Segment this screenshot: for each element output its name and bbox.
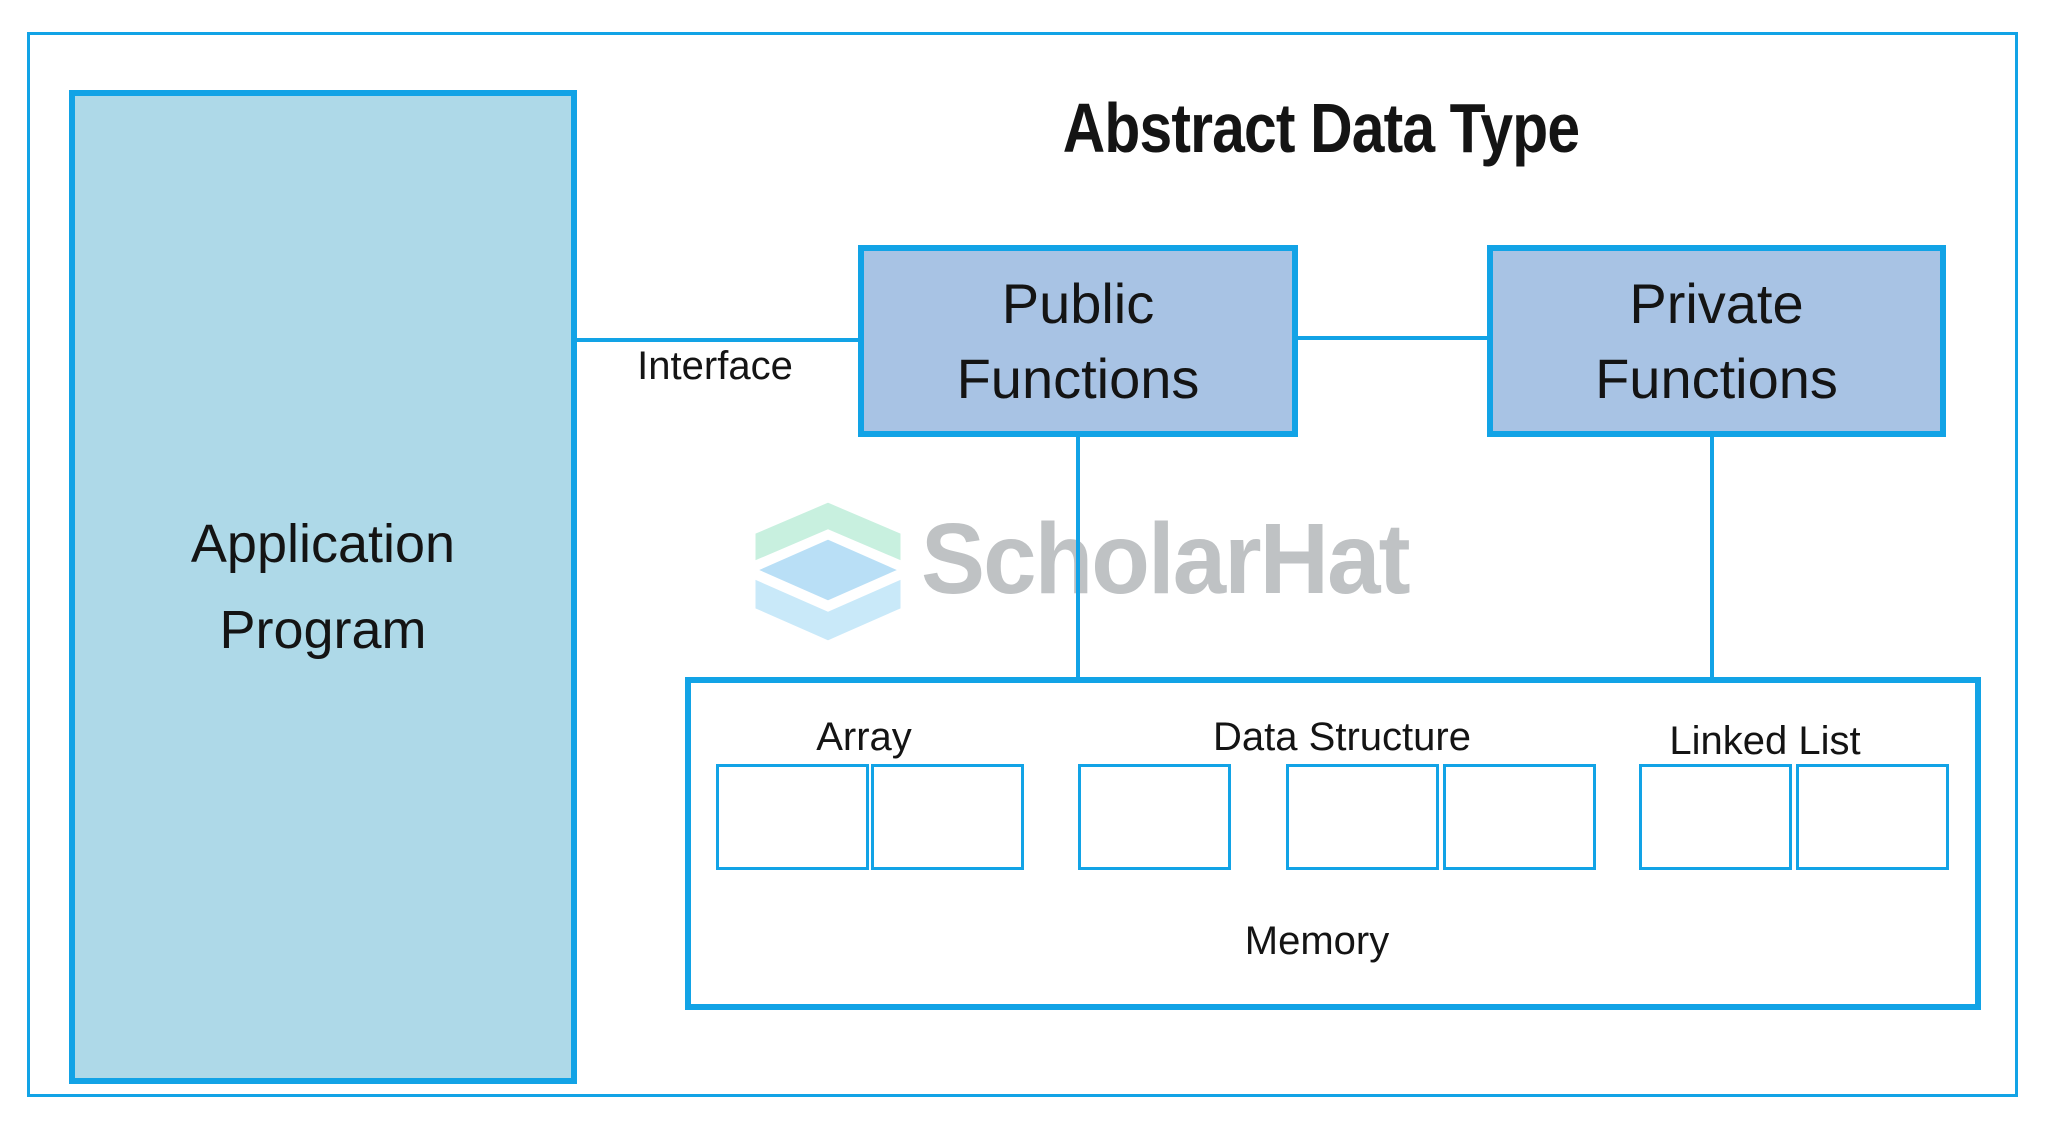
interface-label: Interface — [637, 344, 793, 388]
memory-cell-array-2 — [871, 764, 1024, 870]
diagram-outer-frame — [27, 32, 2018, 1097]
application-program-label: Application Program — [190, 513, 456, 660]
memory-label: Memory — [1244, 919, 1390, 963]
memory-cell-linked-list-2 — [1796, 764, 1949, 870]
memory-box: Array Data Structure Linked List Memory — [685, 677, 1981, 1010]
memory-cell-data-structure-2 — [1443, 764, 1596, 870]
data-structure-label: Data Structure — [1213, 715, 1471, 759]
diagram-title: Abstract Data Type — [1062, 89, 1580, 167]
linked-list-label: Linked List — [1669, 719, 1861, 763]
memory-cell-data-structure-1 — [1286, 764, 1439, 870]
memory-cell-data-structure-single — [1078, 764, 1231, 870]
private-functions-box: Private Functions — [1487, 245, 1946, 437]
public-functions-label: Public Functions — [956, 271, 1200, 410]
public-functions-box: Public Functions — [858, 245, 1298, 437]
memory-cell-array-1 — [716, 764, 869, 870]
public-to-private-connector-line — [1294, 336, 1491, 340]
application-program-box: Application Program — [69, 90, 577, 1084]
array-label: Array — [816, 715, 912, 759]
private-functions-label: Private Functions — [1595, 271, 1838, 410]
memory-cell-linked-list-1 — [1639, 764, 1792, 870]
public-to-memory-connector-line — [1076, 435, 1080, 681]
private-to-memory-connector-line — [1710, 433, 1714, 681]
app-to-public-connector-line — [577, 338, 858, 342]
